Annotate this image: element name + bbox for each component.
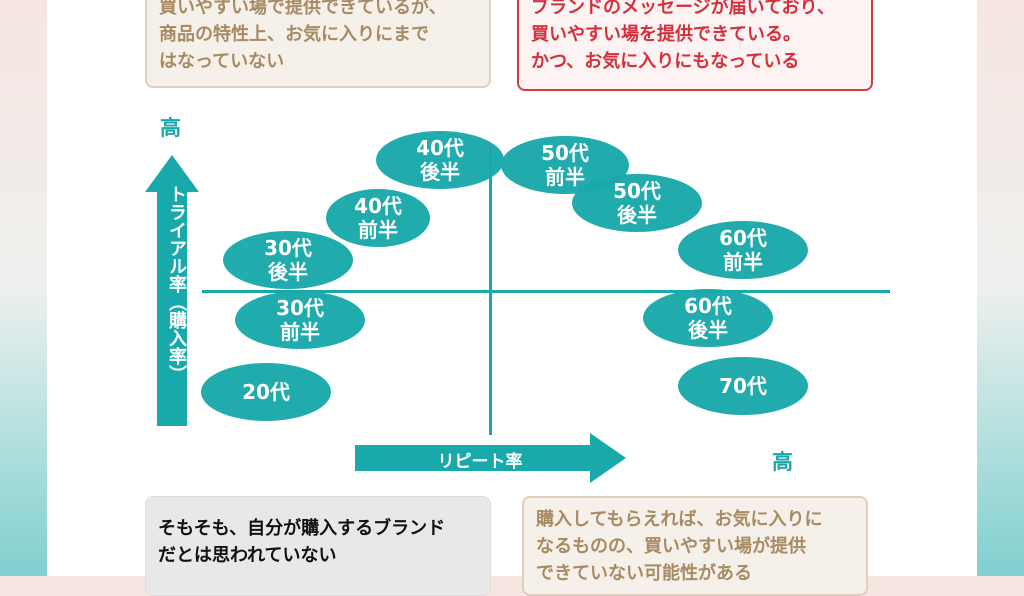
text-line: できていない可能性がある: [536, 563, 752, 584]
segment-half: 前半: [723, 250, 763, 274]
age-segment: 40代前半: [326, 189, 430, 247]
segment-age: 20代: [242, 380, 290, 404]
text-line: そもそも、自分が購入するブランド: [158, 518, 446, 539]
age-segment: 60代前半: [678, 221, 808, 279]
age-segment: 40代後半: [376, 131, 504, 189]
quadrant-bottom-right: 購入してもらえれば、お気に入りに なるものの、買いやすい場が提供 できていない可…: [522, 496, 868, 596]
quadrant-top-right: ブランドのメッセージが届いており、 買いやすい場を提供できている。 かつ、お気に…: [517, 0, 873, 91]
quadrant-top-left: 買いやすい場で提供できているが、 商品の特性上、お気に入りにまで はなっていない: [145, 0, 491, 88]
vertical-axis-line: [489, 145, 492, 435]
segment-half: 後半: [688, 318, 728, 342]
y-axis-high-label: 高: [160, 116, 181, 140]
text-line: はなっていない: [159, 51, 285, 72]
text-line: だとは思われていない: [158, 545, 337, 566]
segment-half: 後半: [268, 260, 308, 284]
y-axis-arrow-icon: [145, 155, 199, 426]
horizontal-axis-line: [202, 290, 890, 293]
age-segment: 70代: [678, 357, 808, 415]
text-line: かつ、お気に入りにもなっている: [531, 51, 800, 72]
segment-age: 50代: [613, 179, 661, 203]
segment-half: 後半: [617, 203, 657, 227]
segment-age: 60代: [684, 294, 732, 318]
segment-age: 60代: [719, 226, 767, 250]
x-axis-arrow-icon: [355, 433, 626, 483]
text-line: なるものの、買いやすい場が提供: [536, 536, 806, 557]
age-segment: 50代後半: [572, 174, 702, 232]
segment-half: 後半: [420, 160, 460, 184]
segment-age: 30代: [276, 296, 324, 320]
segment-age: 30代: [264, 236, 312, 260]
segment-half: 前半: [280, 320, 320, 344]
age-segment: 30代後半: [223, 231, 353, 289]
age-segment: 50代前半: [501, 136, 629, 194]
age-segment: 30代前半: [235, 291, 365, 349]
text-line: 買いやすい場を提供できている。: [531, 24, 801, 45]
segment-half: 前半: [358, 218, 398, 242]
segment-age: 40代: [416, 136, 464, 160]
text-line: 購入してもらえれば、お気に入りに: [536, 509, 823, 530]
age-segment: 20代: [201, 363, 331, 421]
segment-age: 50代: [541, 141, 589, 165]
age-segment: 60代後半: [643, 289, 773, 347]
x-axis-high-label: 高: [772, 450, 793, 474]
y-axis-label: トライアル率（購入率）: [166, 185, 187, 383]
segment-age: 40代: [354, 194, 402, 218]
text-line: 買いやすい場で提供できているが、: [159, 0, 447, 18]
quadrant-bottom-left: そもそも、自分が購入するブランド だとは思われていない: [145, 496, 491, 596]
segment-age: 70代: [719, 374, 767, 398]
text-line: ブランドのメッセージが届いており、: [531, 0, 835, 18]
text-line: 商品の特性上、お気に入りにまで: [159, 24, 429, 45]
x-axis-label: リピート率: [437, 452, 523, 472]
segment-half: 前半: [545, 165, 585, 189]
content-panel: [47, 0, 977, 576]
